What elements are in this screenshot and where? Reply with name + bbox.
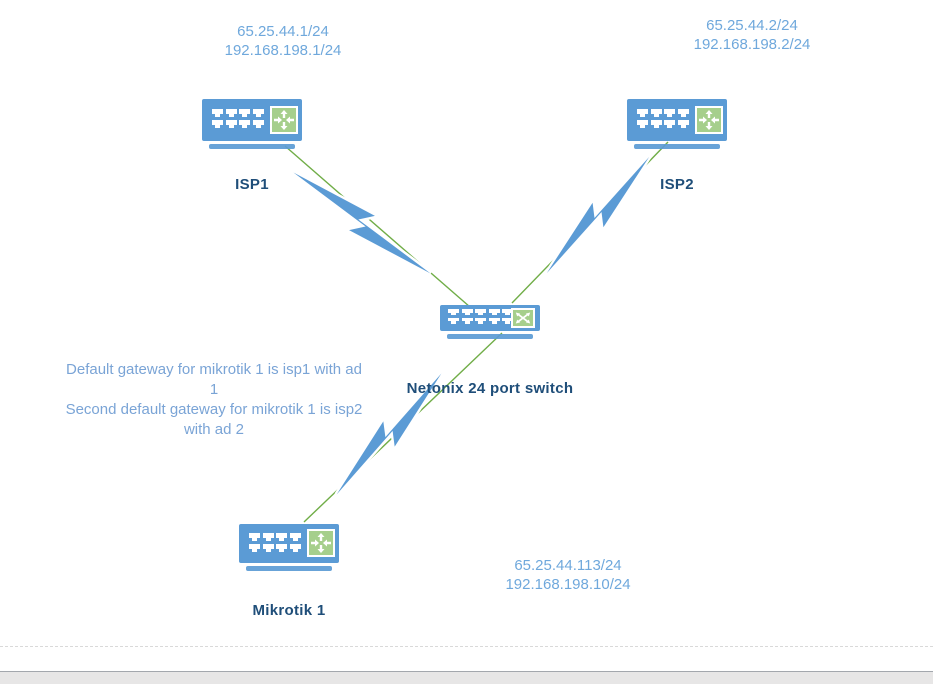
lightning-bolt-icon — [544, 155, 652, 275]
ethernet-port-icon — [637, 109, 648, 117]
ethernet-port-icon — [650, 120, 662, 128]
device-shadow-bar — [209, 144, 295, 149]
node-isp1[interactable]: ISP1 — [202, 99, 302, 193]
ethernet-ports-icon — [448, 309, 513, 324]
ethernet-port-icon — [249, 544, 260, 552]
ethernet-port-icon — [212, 120, 223, 128]
ip-label-isp1[interactable]: 65.25.44.1/24 192.168.198.1/24 — [173, 22, 393, 60]
note-line: Second default gateway for mikrotik 1 is… — [65, 401, 363, 418]
router-arrows-icon — [695, 106, 723, 134]
ip-label-mikrotik1[interactable]: 65.25.44.113/24 192.168.198.10/24 — [458, 556, 678, 594]
ethernet-port-icon — [461, 309, 473, 316]
node-label-isp2: ISP2 — [660, 176, 694, 193]
router-device-icon — [239, 524, 339, 563]
page-break-dashed-line — [0, 646, 933, 647]
device-shadow-bar — [634, 144, 720, 149]
ethernet-port-icon — [461, 317, 473, 325]
link-isp2-switch — [511, 141, 669, 304]
ip-line: 65.25.44.2/24 — [706, 17, 798, 34]
link-isp1-switch — [284, 145, 471, 308]
gateway-note[interactable]: Default gateway for mikrotik 1 is isp1 w… — [54, 360, 374, 440]
ethernet-port-icon — [225, 109, 237, 117]
ethernet-port-icon — [502, 317, 513, 325]
device-shadow-bar — [447, 334, 533, 339]
ethernet-port-icon — [488, 309, 500, 316]
device-shadow-bar — [246, 566, 332, 571]
ethernet-port-icon — [225, 120, 237, 128]
note-line: with ad 2 — [183, 421, 245, 438]
ethernet-port-icon — [502, 309, 513, 316]
switch-arrows-icon — [511, 308, 535, 328]
ethernet-ports-icon — [212, 109, 264, 128]
ip-line: 192.168.198.2/24 — [693, 36, 811, 53]
node-label-isp1: ISP1 — [235, 176, 269, 193]
ethernet-port-icon — [262, 544, 274, 552]
ethernet-port-icon — [276, 533, 287, 541]
note-line: Default gateway for mikrotik 1 is isp1 w… — [66, 361, 362, 378]
ip-line: 192.168.198.10/24 — [505, 576, 631, 593]
ip-label-isp2[interactable]: 65.25.44.2/24 192.168.198.2/24 — [642, 16, 862, 54]
ethernet-port-icon — [677, 120, 689, 128]
node-switch[interactable]: Netonix 24 port switch — [407, 305, 573, 397]
switch-device-icon — [440, 305, 540, 331]
ethernet-port-icon — [448, 309, 459, 316]
ethernet-port-icon — [289, 533, 301, 541]
ethernet-port-icon — [252, 120, 264, 128]
ethernet-port-icon — [677, 109, 689, 117]
ethernet-ports-icon — [637, 109, 689, 128]
router-device-icon — [202, 99, 302, 141]
router-arrows-icon — [270, 106, 298, 134]
note-line: 1 — [209, 381, 219, 398]
ip-line: 65.25.44.113/24 — [514, 557, 622, 574]
node-label-switch: Netonix 24 port switch — [406, 380, 574, 397]
node-label-mikrotik1: Mikrotik 1 — [252, 602, 326, 619]
router-device-icon — [627, 99, 727, 141]
ethernet-port-icon — [448, 317, 459, 325]
node-isp2[interactable]: ISP2 — [627, 99, 727, 193]
ethernet-port-icon — [289, 544, 301, 552]
window-bottom-edge — [0, 671, 933, 684]
ethernet-port-icon — [475, 309, 486, 316]
ethernet-port-icon — [239, 120, 250, 128]
ip-line: 65.25.44.1/24 — [237, 23, 329, 40]
ethernet-port-icon — [249, 533, 260, 541]
ethernet-port-icon — [239, 109, 250, 117]
node-mikrotik1[interactable]: Mikrotik 1 — [239, 524, 339, 619]
ethernet-port-icon — [212, 109, 223, 117]
ethernet-port-icon — [664, 120, 675, 128]
ethernet-port-icon — [650, 109, 662, 117]
ethernet-port-icon — [262, 533, 274, 541]
ethernet-port-icon — [637, 120, 648, 128]
ethernet-port-icon — [488, 317, 500, 325]
ethernet-port-icon — [252, 109, 264, 117]
ethernet-port-icon — [276, 544, 287, 552]
ip-line: 192.168.198.1/24 — [224, 42, 342, 59]
lightning-bolt-icon — [291, 170, 433, 276]
router-arrows-icon — [307, 529, 335, 557]
ethernet-port-icon — [475, 317, 486, 325]
ethernet-ports-icon — [249, 533, 301, 552]
ethernet-port-icon — [664, 109, 675, 117]
